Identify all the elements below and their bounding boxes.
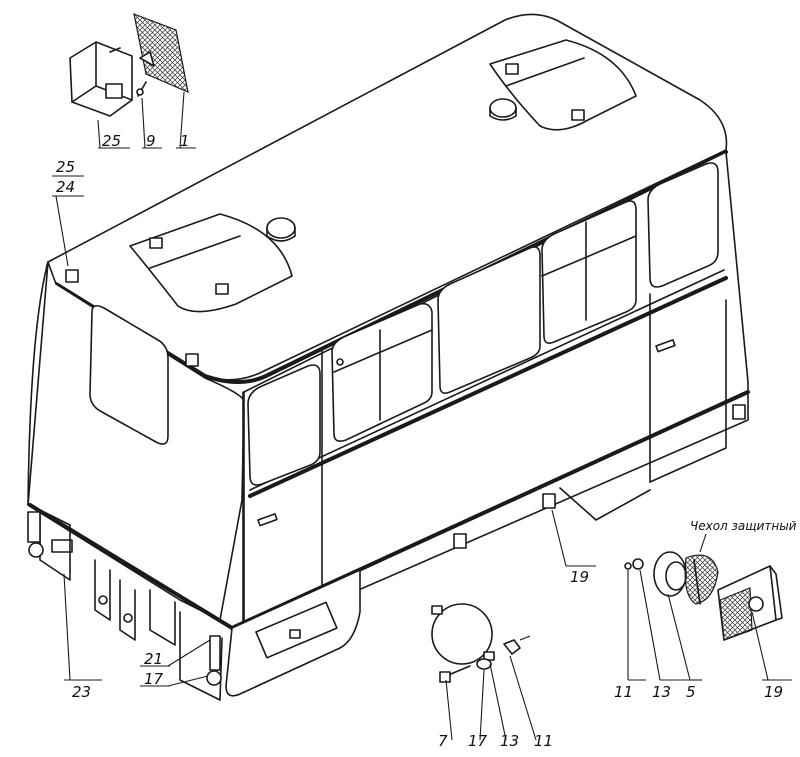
callout-19-right: 19: [764, 683, 783, 701]
callout-7: 7: [438, 732, 448, 750]
protective-cover-annotation: Чехол защитный: [690, 519, 797, 533]
roof-hatch-rear: [129, 213, 293, 313]
clearance-lamp-detail: [69, 13, 189, 117]
van-body: [27, 13, 750, 701]
middle-window: [437, 246, 541, 394]
rear-window: [89, 304, 169, 445]
roof-hatch-front: [489, 39, 637, 131]
side-belt-line: [248, 276, 728, 498]
callout-19-mid: 19: [570, 568, 589, 586]
cab-window: [647, 162, 719, 288]
callout-labels: 25 9 1 25 24 23 21 17 19 7 17 13 11 11 1…: [56, 132, 797, 750]
callout-13-right: 13: [652, 683, 671, 701]
callout-1-top: 1: [180, 132, 190, 150]
callout-21: 21: [144, 650, 163, 668]
callout-11-bottom: 11: [534, 732, 553, 750]
callout-13-bottom: 13: [500, 732, 519, 750]
leader-lines: [55, 91, 769, 741]
socket-detail: [624, 551, 783, 641]
roof-vent-front: [489, 98, 517, 118]
callout-9-top: 9: [146, 132, 156, 150]
callout-25-left: 25: [56, 158, 75, 176]
side-door-window: [331, 302, 433, 442]
callout-23: 23: [72, 683, 91, 701]
roof-vent-rear: [266, 217, 296, 239]
front-side-window: [541, 200, 637, 344]
callout-5: 5: [686, 683, 696, 701]
roof-edge-band: [54, 150, 728, 384]
cover-plate-detail: [431, 603, 531, 683]
callout-25-top: 25: [102, 132, 121, 150]
rear-side-window: [247, 364, 321, 486]
callout-11-right: 11: [614, 683, 633, 701]
callout-17-left: 17: [144, 670, 164, 688]
callout-24-left: 24: [56, 178, 75, 196]
callout-17-bottom: 17: [468, 732, 488, 750]
callout-underlines: [52, 147, 792, 687]
